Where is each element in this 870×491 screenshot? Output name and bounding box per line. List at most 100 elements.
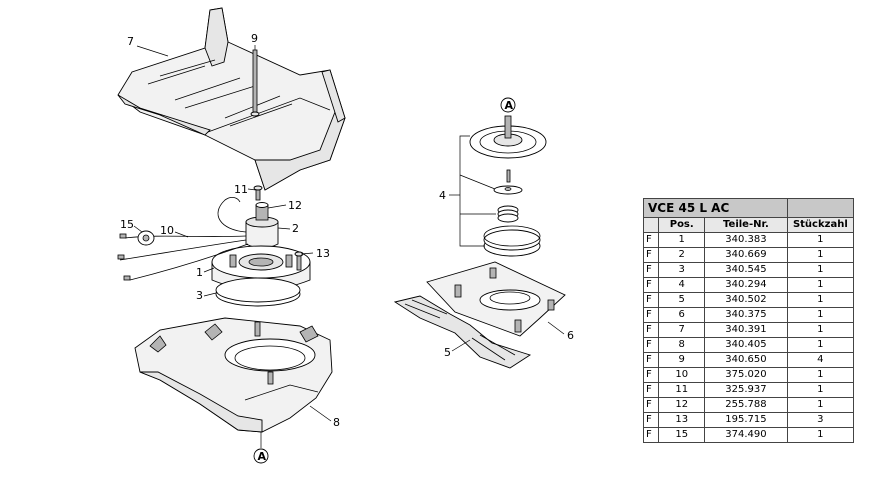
svg-text:7: 7 — [127, 35, 134, 48]
cell-part-no: 195.715 — [704, 412, 788, 428]
callout-8: 8 — [333, 416, 340, 429]
svg-text:8: 8 — [333, 416, 340, 429]
cell-qty: 4 — [786, 352, 855, 368]
header-qty: Stückzahl — [786, 217, 855, 233]
svg-text:3: 3 — [196, 289, 203, 302]
callout-5: 5 — [444, 346, 451, 359]
cell-flag: F — [642, 292, 660, 308]
reference-marker-a-top: A — [500, 97, 516, 113]
callout-6: 6 — [567, 329, 574, 342]
cell-pos: 10 — [658, 367, 706, 383]
cell-pos: 11 — [658, 382, 706, 398]
svg-text:12: 12 — [288, 199, 302, 212]
cell-flag: F — [642, 277, 660, 293]
cell-part-no: 340.502 — [704, 292, 788, 308]
cell-qty: 3 — [786, 412, 855, 428]
cell-qty: 1 — [786, 232, 855, 248]
header-part-no: Teile-Nr. — [704, 217, 788, 233]
cell-pos: 4 — [658, 277, 706, 293]
cell-part-no: 340.294 — [704, 277, 788, 293]
filter-ring-part-15 — [137, 230, 155, 246]
cell-part-no: 340.375 — [704, 307, 788, 323]
gasket-part-3 — [215, 277, 301, 307]
callout-1: 1 — [196, 266, 203, 279]
cell-part-no: 340.383 — [704, 232, 788, 248]
cell-flag: F — [642, 247, 660, 263]
cell-flag: F — [642, 367, 660, 383]
svg-text:4: 4 — [439, 189, 446, 202]
cell-flag: F — [642, 412, 660, 428]
cell-qty: 1 — [786, 292, 855, 308]
cell-qty: 1 — [786, 247, 855, 263]
callout-12: 12 — [288, 199, 302, 212]
svg-text:1: 1 — [196, 266, 203, 279]
cell-pos: 7 — [658, 322, 706, 338]
cell-pos: 8 — [658, 337, 706, 353]
cell-pos: 2 — [658, 247, 706, 263]
cell-pos: 5 — [658, 292, 706, 308]
cell-qty: 1 — [786, 382, 855, 398]
cable-part-10 — [117, 196, 249, 281]
cell-flag: F — [642, 307, 660, 323]
cell-part-no: 255.788 — [704, 397, 788, 413]
tray-part-6 — [426, 261, 566, 337]
cover-part-7 — [117, 7, 346, 191]
table-title: VCE 45 L AC — [643, 198, 788, 218]
callouts: 7 9 11 12 15 10 2 13 1 3 8 4 5 6 — [120, 32, 574, 429]
motor-part-2 — [245, 202, 279, 249]
cell-qty: 1 — [786, 307, 855, 323]
reference-marker-a-bottom: A — [253, 432, 269, 464]
cell-qty: 1 — [786, 262, 855, 278]
callout-10: 10 — [160, 224, 174, 237]
cell-part-no: 340.391 — [704, 322, 788, 338]
screw-part-13 — [294, 251, 304, 271]
cell-pos: 12 — [658, 397, 706, 413]
svg-text:2: 2 — [292, 222, 299, 235]
svg-text:11: 11 — [234, 183, 248, 196]
svg-text:9: 9 — [251, 32, 258, 45]
svg-text:A: A — [258, 450, 267, 463]
callout-13: 13 — [316, 247, 330, 260]
washer-part-4b — [493, 169, 523, 195]
svg-text:13: 13 — [316, 247, 330, 260]
cell-part-no: 340.650 — [704, 352, 788, 368]
cell-flag: F — [642, 352, 660, 368]
cell-part-no: 375.020 — [704, 367, 788, 383]
cell-flag: F — [642, 232, 660, 248]
callout-4: 4 — [439, 189, 446, 202]
cell-qty: 1 — [786, 427, 855, 443]
screw-part-11 — [253, 185, 263, 201]
grid-part-5 — [393, 295, 532, 369]
cell-flag: F — [642, 397, 660, 413]
cell-part-no: 340.545 — [704, 262, 788, 278]
filter-disc-part-4a — [469, 115, 547, 159]
table-title-pad — [786, 198, 855, 218]
svg-text:6: 6 — [567, 329, 574, 342]
cell-pos: 3 — [658, 262, 706, 278]
header-flag — [642, 217, 660, 233]
svg-text:10: 10 — [160, 224, 174, 237]
callout-9: 9 — [251, 32, 258, 45]
cell-flag: F — [642, 382, 660, 398]
cell-qty: 1 — [786, 337, 855, 353]
svg-text:A: A — [505, 99, 514, 112]
cell-qty: 1 — [786, 322, 855, 338]
cell-pos: 6 — [658, 307, 706, 323]
cell-part-no: 340.669 — [704, 247, 788, 263]
table-title-row: VCE 45 L AC — [643, 198, 855, 218]
base-part-8 — [134, 317, 333, 433]
cell-flag: F — [642, 262, 660, 278]
svg-text:15: 15 — [120, 218, 134, 231]
cell-pos: 15 — [658, 427, 706, 443]
